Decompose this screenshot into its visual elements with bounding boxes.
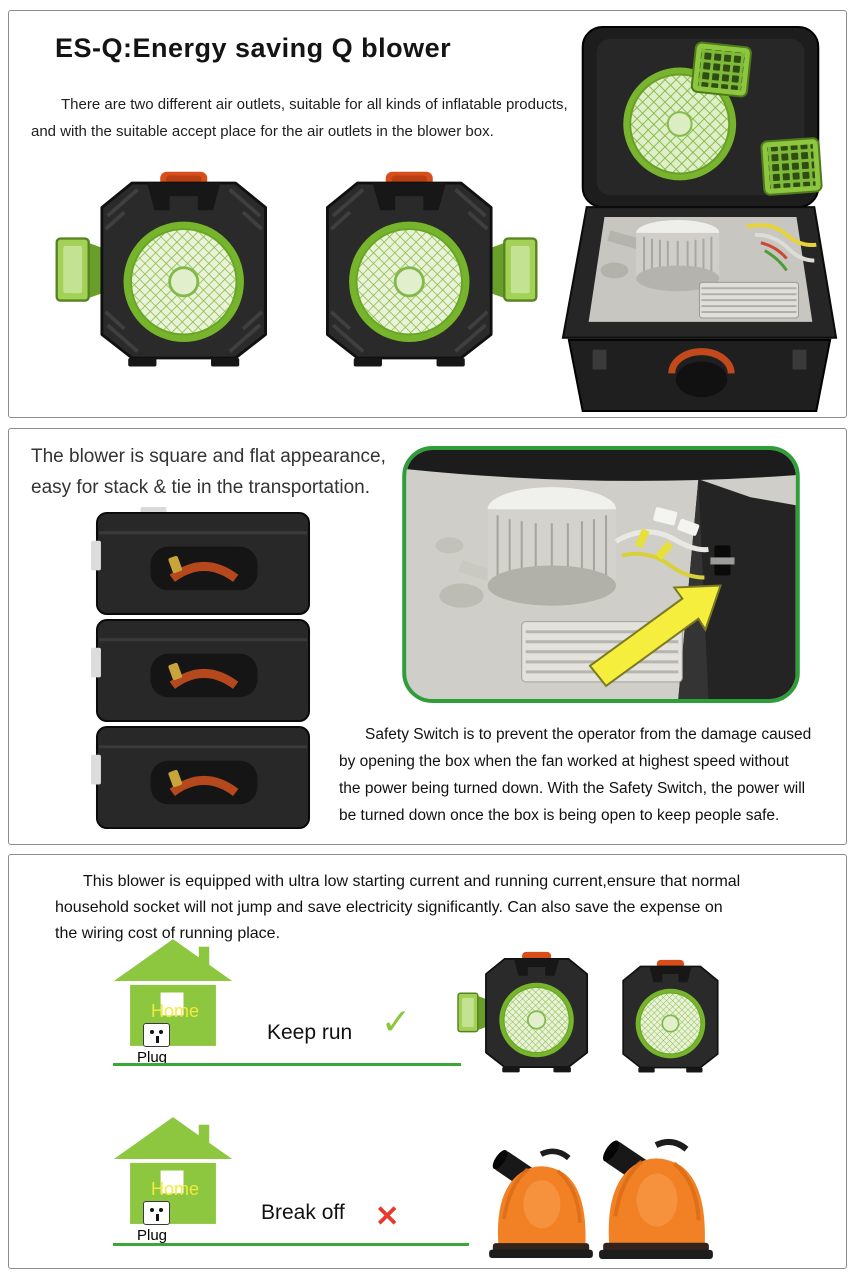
home-label: Home: [151, 1179, 200, 1199]
house-icon: [113, 939, 233, 1046]
cross-icon: ✕: [375, 1201, 400, 1233]
home-label: Home: [151, 1001, 200, 1021]
energy-line-2: household socket will not jump and save …: [55, 899, 723, 916]
keep-run-label: Keep run: [267, 1021, 353, 1044]
socket-hole: [159, 1208, 163, 1212]
socket-hole: [150, 1030, 154, 1034]
safety-switch-photo: [402, 446, 800, 703]
intro-paragraph: There are two different air outlets, sui…: [31, 91, 601, 145]
break-off-label: Break off: [261, 1201, 345, 1224]
home-illustration-break-off: Home Plug: [105, 1117, 255, 1249]
plug-label: Plug: [137, 1049, 168, 1066]
socket-slot: [156, 1036, 159, 1043]
orange-blower-image: [489, 1148, 593, 1258]
open-lid: [581, 25, 823, 209]
safety-switch: [710, 545, 735, 576]
home-illustration-keep-run: Home Plug: [105, 939, 255, 1071]
section-stacking-safety: The blower is square and flat appearance…: [8, 428, 847, 845]
safety-paragraph: Safety Switch is to prevent the operator…: [339, 721, 833, 829]
stacked-blowers-image: [91, 507, 311, 830]
front-flap: [567, 338, 832, 413]
power-line-keep-run: [113, 1063, 461, 1066]
socket-hole: [159, 1030, 163, 1034]
safety-arrow-icon: [588, 584, 722, 688]
section-air-outlets: ES-Q:Energy saving Q blower There are tw…: [8, 10, 847, 418]
blower-front-right-outlet-image: [325, 171, 538, 367]
plug-socket-icon: [143, 1201, 170, 1225]
square-grille-right: [760, 137, 823, 196]
safety-line-4: be turned down once the box is being ope…: [339, 807, 780, 824]
intro-line-2: and with the suitable accept place for t…: [31, 123, 494, 140]
square-grille-top: [690, 41, 752, 98]
open-blower-box-image: [561, 25, 838, 413]
safety-line-3: the power being turned down. With the Sa…: [339, 780, 806, 797]
socket-slot: [156, 1214, 159, 1221]
small-blower-image: [622, 959, 719, 1073]
orange-blower-image: [599, 1138, 713, 1259]
safety-line-1: Safety Switch is to prevent the operator…: [365, 726, 812, 743]
socket-hole: [150, 1208, 154, 1212]
small-blower-left-outlet-image: [457, 951, 589, 1073]
stacking-heading-line-1: The blower is square and flat appearance…: [31, 446, 386, 467]
plug-socket-icon: [143, 1023, 170, 1047]
energy-line-1: This blower is equipped with ultra low s…: [83, 873, 741, 890]
plug-label: Plug: [137, 1227, 168, 1244]
stacking-heading: The blower is square and flat appearance…: [31, 441, 386, 503]
stacking-heading-line-2: easy for stack & tie in the transportati…: [31, 477, 371, 498]
intro-line-1: There are two different air outlets, sui…: [61, 96, 568, 113]
blower-front-left-outlet-image: [55, 171, 268, 367]
power-line-break-off: [113, 1243, 469, 1246]
check-icon: ✓: [381, 1001, 412, 1042]
safety-line-2: by opening the box when the fan worked a…: [339, 753, 789, 770]
energy-paragraph: This blower is equipped with ultra low s…: [55, 869, 827, 947]
open-base: [561, 206, 838, 339]
energy-line-3: the wiring cost of running place.: [55, 925, 281, 942]
controller-heatsink: [699, 281, 799, 319]
house-icon: [113, 1117, 233, 1224]
page-title: ES-Q:Energy saving Q blower: [55, 33, 452, 63]
section-energy-saving: This blower is equipped with ultra low s…: [8, 854, 847, 1269]
